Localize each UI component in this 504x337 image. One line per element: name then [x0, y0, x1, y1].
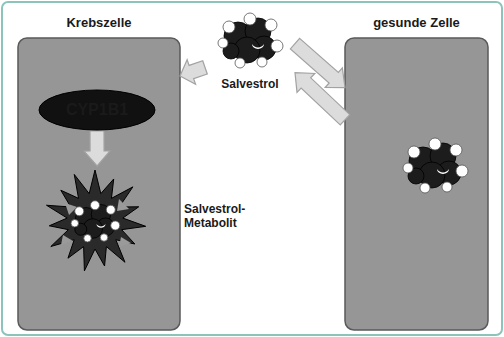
cell-heading: gesunde Zelle: [373, 15, 460, 30]
text-holder: Salvestrol: [205, 74, 295, 92]
atom: [71, 220, 79, 228]
molecule: [71, 201, 120, 242]
crescent: [97, 224, 106, 228]
cell-panel: gesunde Zelle: [345, 38, 488, 330]
fragment: [117, 199, 129, 211]
text-holder: gesunde Zelle: [345, 13, 488, 31]
atom: [91, 201, 100, 210]
cell-heading: Krebszelle: [66, 15, 131, 30]
atom: [218, 38, 228, 48]
atom: [265, 19, 277, 31]
atom: [111, 221, 120, 230]
enzyme-ellipse-fill: [39, 90, 155, 130]
fragment: [119, 237, 131, 247]
flow-arrow: [180, 60, 207, 85]
atom: [450, 144, 462, 156]
crescent: [437, 169, 449, 174]
atom: [106, 205, 115, 214]
text-holder: CYP1B1: [38, 89, 156, 131]
atom: [408, 146, 420, 158]
atom: [223, 21, 235, 33]
atom: [271, 40, 283, 52]
metabolite-label: Salvestrol- Metabolit: [184, 202, 254, 230]
starburst-shape: [46, 170, 145, 271]
flow-arrow: [295, 73, 350, 125]
cell-outline: [345, 38, 488, 330]
atom: [257, 57, 267, 67]
cell-panel: CYP1B1Salvestrol- MetabolitKrebszelle: [18, 38, 180, 330]
crescent: [252, 44, 264, 49]
starburst: [32, 166, 162, 276]
atom: [429, 138, 441, 150]
atom: [235, 58, 245, 68]
text-holder: Krebszelle: [18, 13, 180, 31]
molecule: [205, 4, 295, 74]
cell-panels: [18, 38, 488, 330]
atom: [100, 234, 108, 242]
atom: [456, 165, 468, 177]
fragment: [61, 235, 73, 245]
molecule-node: Salvestrol: [205, 4, 295, 92]
atom: [244, 13, 256, 25]
atom: [84, 235, 92, 243]
atom: [75, 207, 84, 216]
atom: [442, 182, 452, 192]
text-holder: Salvestrol- Metabolit: [184, 202, 254, 230]
metabolite-burst: Salvestrol- Metabolit: [32, 166, 242, 276]
molecule-illustration: [403, 138, 468, 193]
cell-outline: [18, 38, 180, 330]
atom: [420, 183, 430, 193]
enzyme-ellipse: CYP1B1: [38, 89, 156, 131]
atom: [403, 163, 413, 173]
molecule-name: Salvestrol: [221, 77, 278, 91]
enzyme-name: CYP1B1: [66, 101, 128, 119]
flow-arrow: [84, 131, 110, 166]
